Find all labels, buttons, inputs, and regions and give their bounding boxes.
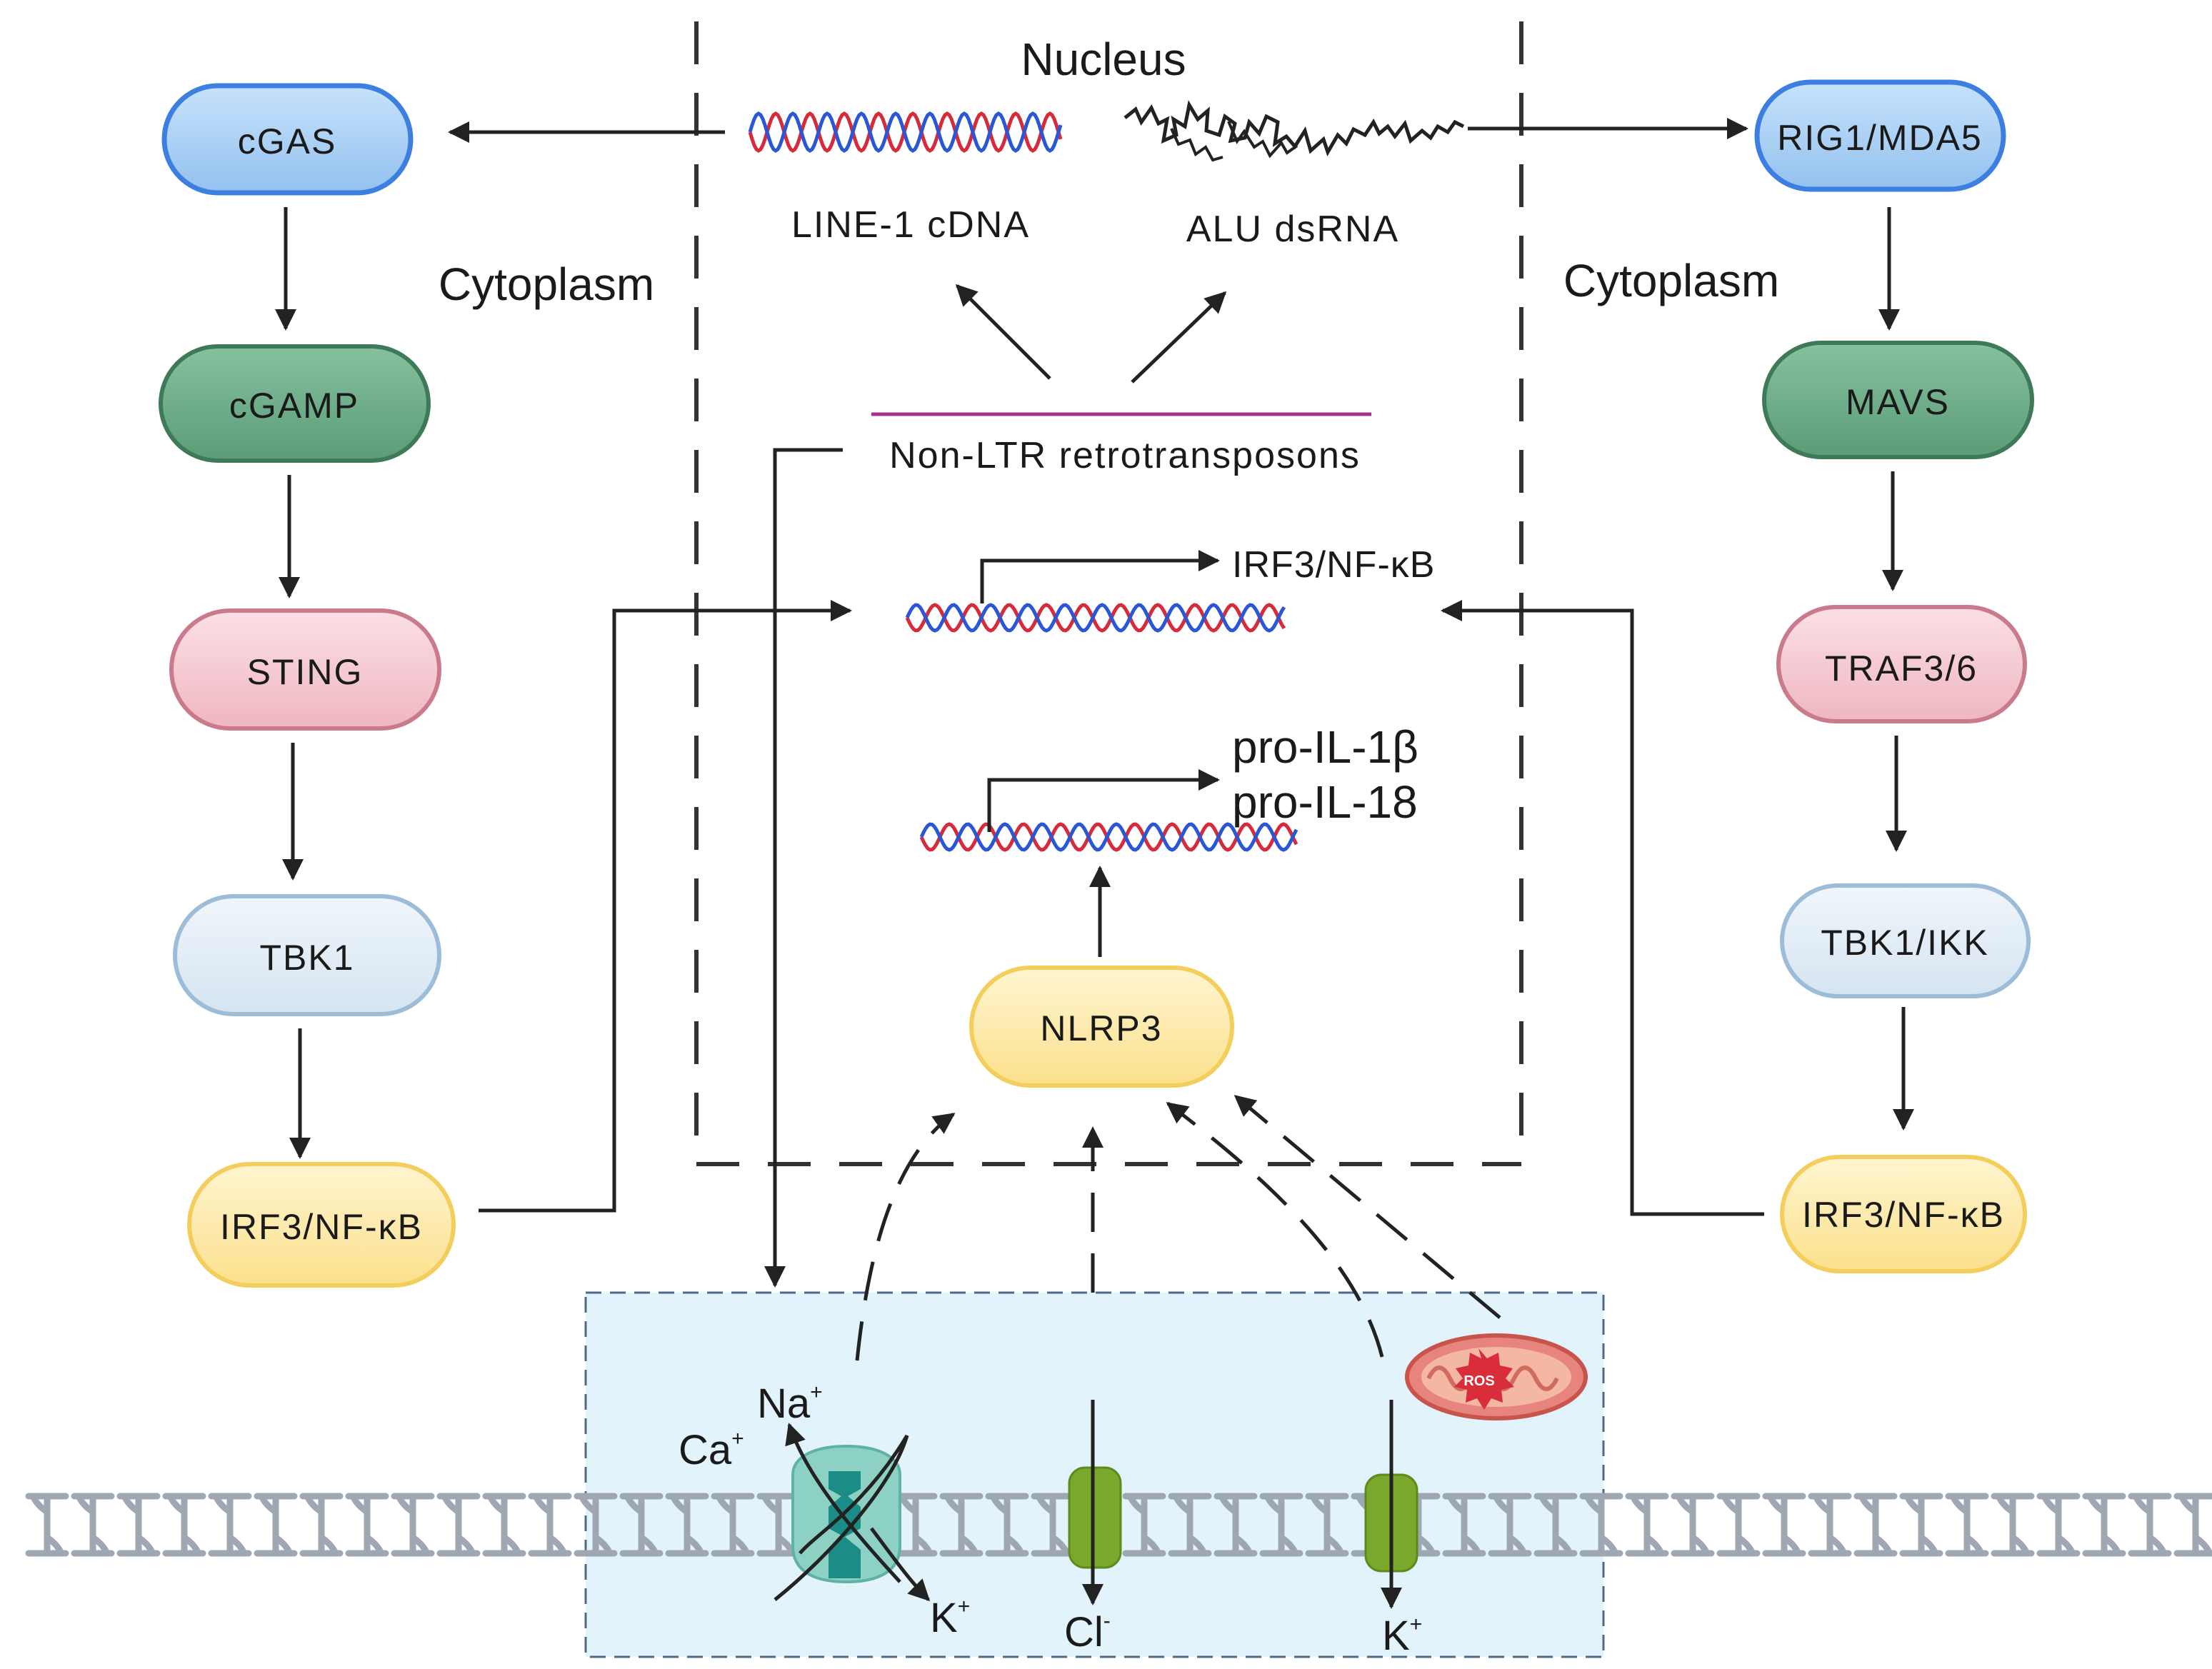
irf3-transcription-arrow xyxy=(980,550,1220,603)
line1-label: LINE-1 cDNA xyxy=(791,204,1030,246)
lipid-molecule xyxy=(2036,1493,2081,1557)
nucleus-boundary xyxy=(694,21,1523,1166)
line1-cdna-helix xyxy=(748,111,1063,154)
ca-ion-label: Ca+ xyxy=(679,1427,744,1473)
sting-node: STING xyxy=(169,608,441,731)
lipid-molecule xyxy=(1488,1493,1532,1557)
cgas-node: cGAS xyxy=(161,83,414,196)
retro-to-membrane-arrow xyxy=(764,448,843,1288)
retrotransposon-label: Non-LTR retrotransposons xyxy=(889,435,1361,476)
k-ion-left-label: K+ xyxy=(930,1595,970,1641)
cgas-label: cGAS xyxy=(238,121,337,161)
lipid-molecule xyxy=(1991,1493,2035,1557)
left-pathway: cGAS cGAMP STING TBK1 IRF3/NF-κB xyxy=(159,83,456,1288)
lipid-molecule xyxy=(1579,1493,1623,1557)
lipid-molecule xyxy=(2082,1493,2126,1557)
nlrp3-label: NLRP3 xyxy=(1040,1008,1162,1048)
lipid-molecule xyxy=(208,1493,252,1557)
lipid-molecule xyxy=(1808,1493,1852,1557)
lipid-molecule xyxy=(1945,1493,1989,1557)
lipid-molecule xyxy=(116,1493,161,1557)
lipid-molecule xyxy=(985,1493,1029,1557)
mavs-node: MAVS xyxy=(1762,341,2034,459)
lipid-molecule xyxy=(1716,1493,1761,1557)
cl-ion-label: Cl- xyxy=(1064,1609,1111,1655)
lipid-molecule xyxy=(1625,1493,1669,1557)
irf3-nfkb-left-label: IRF3/NF-κB xyxy=(220,1207,423,1247)
nucleus-label: Nucleus xyxy=(1021,34,1186,85)
lipid-molecule xyxy=(25,1493,69,1557)
lipid-molecule xyxy=(1213,1493,1258,1557)
irf3-nfkb-right-label: IRF3/NF-κB xyxy=(1802,1195,2005,1235)
tbk1-ikk-node: TBK1/IKK xyxy=(1780,883,2031,998)
traf3-6-node: TRAF3/6 xyxy=(1776,605,2027,723)
ros-burst-icon: ROS xyxy=(1454,1348,1514,1410)
alu-dsrna-squiggle xyxy=(1123,100,1465,157)
irf3-nfkb-left-node: IRF3/NF-κB xyxy=(187,1162,456,1288)
lipid-molecule xyxy=(71,1493,115,1557)
lipid-molecule xyxy=(1168,1493,1212,1557)
pro-il18-label: pro-IL-18 xyxy=(1232,776,1418,828)
lipid-molecule xyxy=(894,1493,938,1557)
traf3-6-label: TRAF3/6 xyxy=(1825,648,1978,688)
lipid-molecule xyxy=(1899,1493,1943,1557)
alu-label: ALU dsRNA xyxy=(1186,209,1399,250)
lipid-molecule xyxy=(1122,1493,1166,1557)
lipid-molecule xyxy=(1442,1493,1486,1557)
na-ion-label: Na+ xyxy=(757,1380,823,1427)
k-ion-right-label: K+ xyxy=(1382,1613,1422,1659)
lipid-molecule xyxy=(1259,1493,1303,1557)
left-irf3-to-gene-arrow xyxy=(479,600,852,1213)
lipid-molecule xyxy=(2173,1493,2212,1557)
cytoplasm-left-label: Cytoplasm xyxy=(439,259,654,310)
na-ca-to-nlrp3-arrow xyxy=(855,1112,956,1361)
lipid-molecule xyxy=(254,1493,298,1557)
lipid-molecule xyxy=(939,1493,984,1557)
irf3-gene-helix xyxy=(905,603,1286,633)
lipid-molecule xyxy=(1031,1493,1075,1557)
right-irf3-to-gene-arrow xyxy=(1441,600,1764,1216)
ros-label: ROS xyxy=(1463,1373,1494,1389)
lipid-molecule xyxy=(1762,1493,1806,1557)
right-pathway: RIG1/MDA5 MAVS TRAF3/6 TBK1/IKK IRF3/NF-… xyxy=(1754,79,2034,1273)
lipid-molecule xyxy=(1671,1493,1715,1557)
rig1-mda5-node: RIG1/MDA5 xyxy=(1754,79,2006,192)
cgamp-node: cGAMP xyxy=(159,344,431,463)
pro-il-transcription-arrow xyxy=(987,769,1220,832)
sting-label: STING xyxy=(247,652,364,692)
irf3-target-label: IRF3/NF-κB xyxy=(1232,544,1435,586)
lipid-molecule xyxy=(299,1493,344,1557)
lipid-molecule xyxy=(711,1493,755,1557)
cgamp-label: cGAMP xyxy=(229,386,359,426)
mavs-label: MAVS xyxy=(1846,382,1950,422)
tbk1-label: TBK1 xyxy=(259,938,354,978)
nlrp3-node: NLRP3 xyxy=(969,966,1234,1088)
ros-to-nlrp3-arrow xyxy=(1233,1095,1501,1319)
pro-il-gene-helix xyxy=(919,822,1298,852)
lipid-molecule xyxy=(528,1493,572,1557)
lipid-molecule xyxy=(482,1493,526,1557)
tbk1-ikk-label: TBK1/IKK xyxy=(1821,923,1989,963)
lipid-molecule xyxy=(619,1493,664,1557)
lipid-molecule xyxy=(345,1493,389,1557)
cl-channel xyxy=(1068,1466,1122,1569)
irf3-nfkb-right-node: IRF3/NF-κB xyxy=(1780,1155,2027,1273)
lipid-molecule xyxy=(665,1493,709,1557)
rig1-mda5-label: RIG1/MDA5 xyxy=(1777,118,1983,158)
lipid-molecule xyxy=(1305,1493,1349,1557)
lipid-molecule xyxy=(756,1493,801,1557)
lipid-molecule xyxy=(391,1493,435,1557)
tbk1-node: TBK1 xyxy=(173,894,441,1016)
lipid-molecule xyxy=(1853,1493,1898,1557)
lipid-molecule xyxy=(436,1493,481,1557)
lipid-molecule xyxy=(1396,1493,1441,1557)
lipid-molecule xyxy=(1533,1493,1578,1557)
cytoplasm-right-label: Cytoplasm xyxy=(1563,255,1779,306)
lipid-molecule xyxy=(574,1493,618,1557)
lipid-molecule xyxy=(162,1493,206,1557)
pro-il1b-label: pro-IL-1β xyxy=(1232,721,1418,773)
lipid-molecule xyxy=(2128,1493,2172,1557)
